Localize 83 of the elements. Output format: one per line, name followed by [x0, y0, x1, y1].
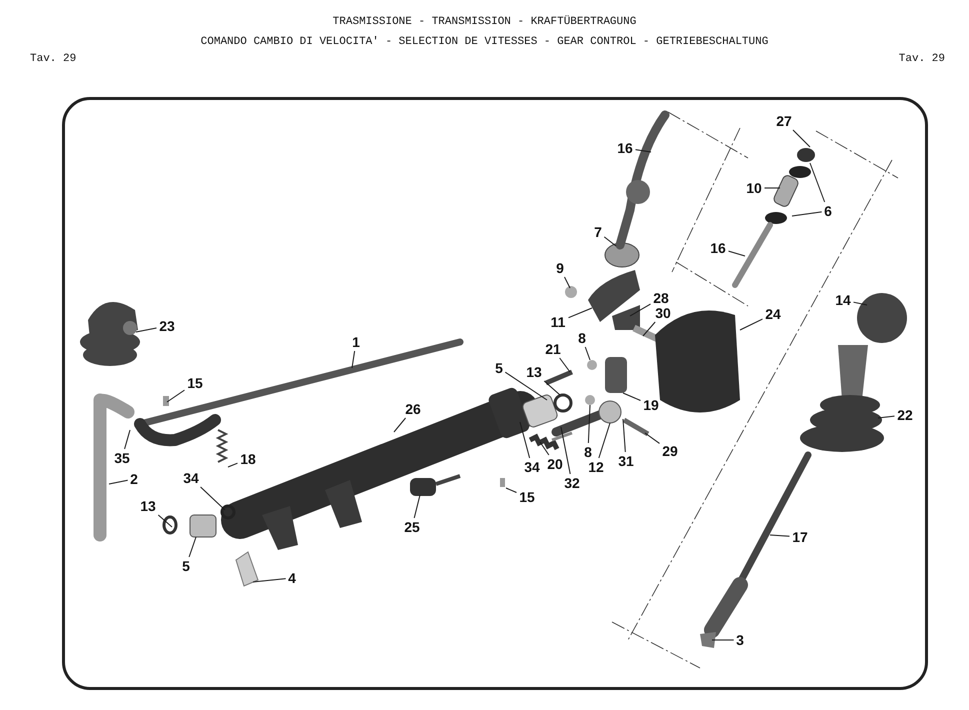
callout-number: 31 [616, 452, 636, 470]
page-subtitle: COMANDO CAMBIO DI VELOCITA' - SELECTION DE VITESSES - GEAR CONTROL - GETRIEBESCHALTUNG [200, 35, 768, 50]
callout-number: 8 [576, 329, 588, 347]
leader-line [642, 322, 656, 336]
leader-line [622, 392, 641, 401]
leader-line [770, 534, 790, 537]
leader-line [635, 149, 652, 152]
callout-number: 7 [592, 223, 604, 241]
leader-line [520, 422, 530, 458]
callout-number: 28 [650, 289, 672, 307]
callout-number: 5 [492, 359, 506, 377]
leader-line [588, 404, 590, 444]
leader-line [158, 514, 172, 528]
leader-line [188, 536, 196, 558]
plate-number: Tav. 29 [30, 52, 76, 67]
callout-number: 8 [582, 443, 594, 461]
callout-number: 9 [554, 259, 566, 277]
callout-number: 23 [156, 317, 178, 335]
callout-number: 32 [562, 474, 582, 492]
leader-line [810, 162, 826, 202]
leader-line [644, 432, 660, 444]
callout-number: 10 [744, 179, 764, 197]
leader-line [544, 380, 560, 396]
leader-line [394, 418, 406, 432]
leader-line [564, 276, 570, 288]
callout-number: 6 [822, 202, 834, 220]
callout-number: 19 [640, 396, 662, 414]
callout-number: 35 [112, 449, 132, 467]
leader-line [136, 328, 157, 332]
callout-number: 27 [774, 112, 794, 130]
callout-number: 22 [894, 406, 916, 424]
leader-line [728, 250, 746, 256]
leader-line [604, 236, 616, 246]
leader-line [124, 430, 130, 450]
leader-line [560, 426, 571, 474]
leader-line [108, 480, 128, 484]
leader-line [853, 302, 868, 306]
leader-line [622, 418, 626, 452]
callout-number: 20 [544, 455, 566, 473]
leader-line [598, 422, 610, 458]
leader-line [792, 211, 822, 216]
leader-line [252, 578, 286, 582]
callout-number: 26 [402, 400, 424, 418]
callout-number: 5 [180, 557, 192, 575]
callout-number: 13 [524, 363, 544, 381]
callout-number: 30 [652, 304, 674, 322]
callout-number: 3 [734, 631, 746, 649]
leader-line [228, 462, 238, 468]
leader-line [414, 494, 420, 518]
leader-line [584, 346, 590, 360]
callout-number: 34 [180, 469, 202, 487]
callout-number: 14 [832, 291, 854, 309]
callout-number: 29 [660, 442, 680, 460]
leader-line [878, 416, 895, 418]
callout-number: 12 [586, 458, 606, 476]
callout-number: 13 [138, 497, 158, 515]
leader-line [792, 130, 810, 148]
callout-number: 34 [522, 458, 542, 476]
leader-line [630, 304, 651, 316]
plate-number: Tav. 29 [898, 52, 945, 67]
leader-line [352, 350, 356, 368]
leader-line [504, 372, 548, 400]
callout-number: 16 [614, 139, 636, 157]
callout-number: 2 [128, 470, 140, 488]
callout-number: 18 [238, 450, 258, 468]
callout-number: 4 [286, 569, 298, 587]
callout-number: 24 [762, 305, 784, 323]
callout-number: 25 [402, 518, 422, 536]
callout-number: 17 [790, 528, 810, 546]
callout-number: 15 [516, 488, 538, 506]
leader-line [200, 486, 226, 510]
callout-number: 16 [708, 239, 728, 257]
callout-number: 21 [542, 340, 564, 358]
callout-number: 11 [548, 313, 568, 331]
leader-line [540, 442, 550, 456]
callout-number: 15 [184, 374, 206, 392]
callout-number: 1 [350, 333, 362, 351]
leader-line [568, 308, 592, 318]
leader-line [506, 488, 517, 493]
leader-line [740, 318, 763, 330]
leader-line [166, 390, 185, 402]
page-title: TRASMISSIONE - TRANSMISSION - KRAFTÜBERTRAGUNG [332, 14, 636, 30]
leader-line [559, 358, 570, 372]
